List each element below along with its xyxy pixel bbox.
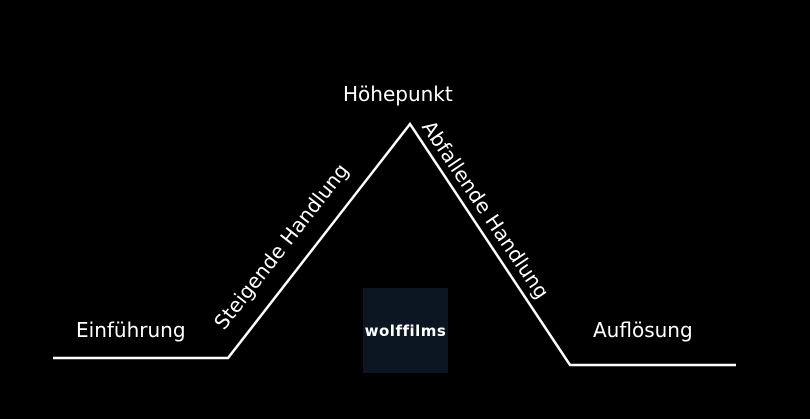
wolffilms-logo: wolffilms <box>363 288 448 373</box>
story-arc-line <box>53 121 736 367</box>
label-climax: Höhepunkt <box>343 82 453 106</box>
logo-text: wolffilms <box>364 321 447 340</box>
label-resolution: Auflösung <box>593 318 693 342</box>
label-exposition: Einführung <box>76 318 186 342</box>
